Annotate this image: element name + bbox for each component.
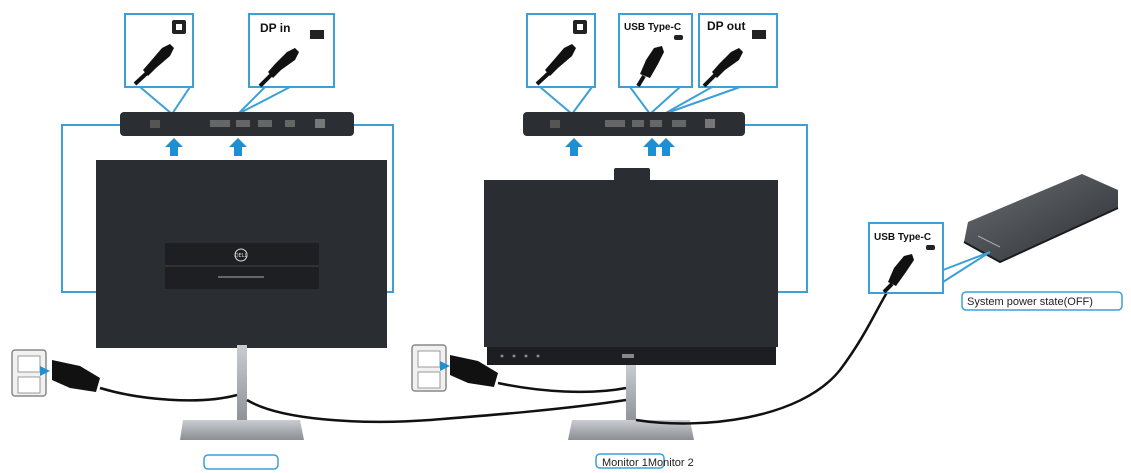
monitor-2-dp-arrow (657, 138, 675, 156)
monitor-1: DP in DELL (61, 13, 394, 440)
dp-out-label: DP out (707, 19, 745, 33)
monitor-1-io-panel (120, 112, 354, 136)
dp-plug-icon (268, 48, 299, 78)
monitor-1-dp-in-callout: DP in (237, 13, 335, 115)
monitor-1-connection-frame (61, 124, 394, 293)
usb-c-plug-icon (640, 46, 664, 78)
monitor-2-io-panel (523, 112, 745, 136)
monitor-2-stand-base (568, 420, 694, 440)
dell-logo-icon (622, 354, 634, 358)
monitor-2-caption-text: Monitor 1Monitor 2 (602, 457, 694, 469)
power-socket-icon (172, 20, 186, 34)
usb-c-label: USB Type-C (624, 22, 681, 33)
power-plug-icon (450, 355, 498, 387)
monitor-2-stand-neck (626, 365, 636, 427)
monitor-1-stand-neck (237, 345, 247, 427)
power-cable-monitor-2 (497, 381, 627, 394)
monitor-1-power-callout (124, 13, 194, 115)
laptop-usbc-callout: USB Type-C (868, 222, 991, 294)
monitor-2-dp-out-callout: DP out (663, 13, 778, 115)
dp-in-label: DP in (260, 21, 290, 35)
monitor-1-dp-arrow (229, 138, 247, 156)
dell-logo-text: DELL (235, 253, 248, 259)
power-cable-monitor-1 (99, 386, 238, 402)
dp-port-icon (310, 30, 324, 39)
monitor-2-caption: Monitor 1Monitor 2 (595, 453, 694, 469)
outlet-2-arrow (440, 361, 450, 371)
usb-c-plug-icon (888, 254, 914, 286)
outlet-1-arrow (40, 366, 50, 376)
cables (99, 279, 897, 425)
power-plug-icon (143, 44, 174, 76)
monitor-2-usbc-arrow (643, 138, 661, 156)
usb-c-label: USB Type-C (874, 232, 931, 243)
power-socket-icon (573, 20, 587, 34)
usb-c-cable-monitor2-to-laptop (635, 279, 897, 425)
monitor-2-usbc-callout: USB Type-C (618, 13, 693, 115)
dell-logo-icon (234, 248, 248, 262)
monitor-2: USB Type-C DP out (484, 13, 808, 440)
dp-cable-monitor1-to-monitor2 (246, 398, 627, 424)
laptop: USB Type-C System power state(OFF) (868, 174, 1123, 311)
usb-c-port-icon (926, 245, 935, 250)
webcam (614, 168, 650, 182)
monitor-2-power-callout (526, 13, 596, 115)
power-plug-icon (545, 44, 576, 76)
system-power-state-caption: System power state(OFF) (961, 291, 1123, 311)
monitor-2-power-arrow (565, 138, 583, 156)
monitor-1-power-arrow (165, 138, 183, 156)
usb-c-port-icon (674, 35, 683, 40)
system-power-state-text: System power state(OFF) (967, 296, 1093, 308)
monitor-2-screen (484, 180, 778, 347)
monitor-1-stand-base (180, 420, 304, 440)
wall-outlet-2 (411, 344, 498, 392)
dp-port-icon (752, 30, 766, 39)
laptop-body (964, 174, 1118, 262)
dp-plug-icon (712, 48, 743, 78)
wall-outlet-1 (11, 349, 100, 397)
power-plug-icon (52, 360, 100, 392)
monitor-1-caption (203, 454, 279, 470)
